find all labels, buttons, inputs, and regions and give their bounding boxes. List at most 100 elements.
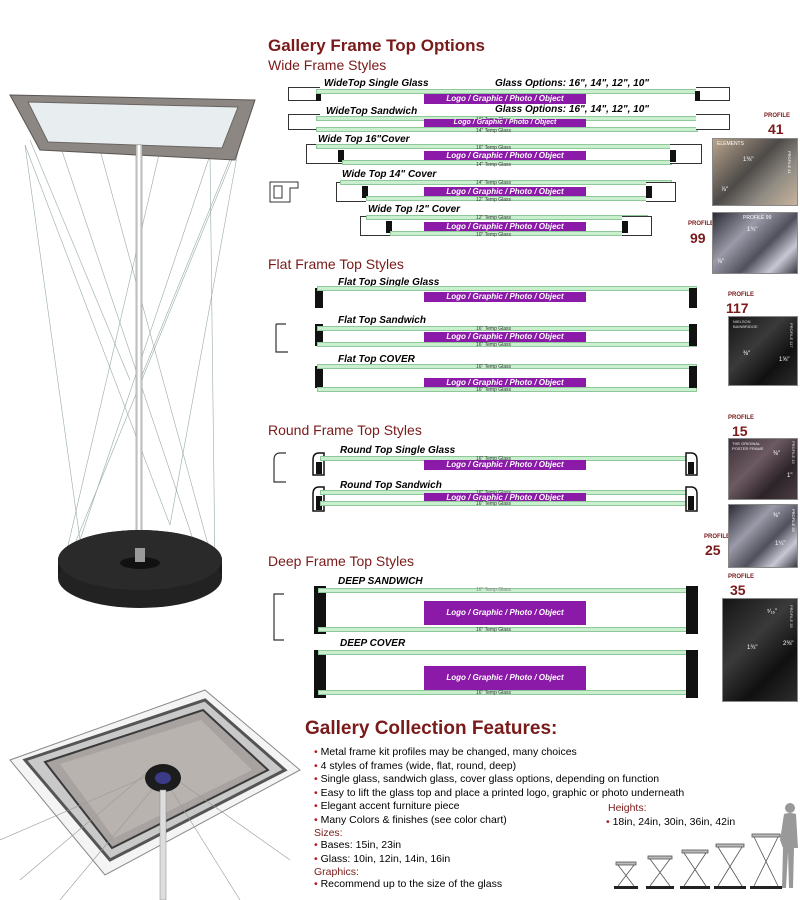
photo-caption: PROFILE 25	[791, 509, 796, 532]
feature-item: • Metal frame kit profiles may be change…	[314, 746, 577, 758]
deep-profile-outline	[273, 593, 284, 641]
frame-profile-right	[696, 114, 730, 130]
flat-item-label: Flat Top Sandwich	[338, 315, 426, 326]
profile-label: PROFILE	[704, 534, 731, 540]
logo-placeholder: Logo / Graphic / Photo / Object	[424, 378, 586, 388]
frame-edge	[316, 91, 321, 101]
section-title-deep: Deep Frame Top Styles	[268, 553, 415, 569]
profile-photo-41: ELEMENTS PROFILE 41 1⅜" ⅞"	[712, 138, 798, 206]
round-frame-right	[685, 486, 698, 512]
photo-caption: ⅜"	[773, 513, 781, 519]
section-title-wide: Wide Frame Styles	[268, 57, 387, 73]
glass-spec-text: 14" Temp Glass	[476, 180, 512, 186]
features-title: Gallery Collection Features:	[305, 718, 558, 739]
size-item: • Glass: 10in, 12in, 14in, 16in	[314, 852, 451, 865]
glass-spec-text: 10" Temp Glass	[476, 232, 512, 238]
profile-photo-99: PROFILE 99 1¾" ⅞"	[712, 212, 798, 274]
sizes-heading: Sizes:	[314, 827, 343, 839]
logo-placeholder: Logo / Graphic / Photo / Object	[424, 460, 586, 470]
flat-item-label: Flat Top Single Glass	[338, 277, 440, 288]
frame-profile-right	[646, 182, 676, 202]
photo-caption: PROFILE 15	[791, 441, 796, 464]
profile-label: PROFILE	[728, 574, 755, 580]
glass-spec-text: 16" Temp Glass	[476, 501, 512, 507]
photo-caption: PROFILE 41	[787, 151, 792, 174]
heights-item: • 18in, 24in, 30in, 36in, 42in	[606, 816, 736, 828]
wide-item-label: Wide Top 16"Cover	[318, 134, 410, 145]
flat-item-label: Flat Top COVER	[338, 354, 415, 365]
photo-caption: ⅜"	[773, 451, 781, 457]
heights-illustration	[614, 803, 798, 889]
logo-placeholder: Logo / Graphic / Photo / Object	[424, 222, 586, 232]
logo-placeholder: Logo / Graphic / Photo / Object	[424, 151, 586, 161]
deep-item-label: DEEP COVER	[340, 638, 406, 649]
frame-edge	[646, 186, 652, 198]
photo-caption: 1⅝"	[779, 357, 790, 363]
frame-edge	[338, 150, 344, 162]
photo-caption: ⅞"	[721, 187, 729, 193]
logo-placeholder: Logo / Graphic / Photo / Object	[424, 493, 586, 503]
glass-spec-text: 16" Temp Glass	[476, 690, 512, 696]
size-item: • Bases: 15in, 23in	[314, 839, 402, 851]
photo-caption: NIELSON BAINBRIDGE	[733, 319, 758, 329]
glass-options-text: Glass Options: 16", 14", 12", 10"	[495, 104, 650, 115]
photo-caption: ⅜"	[743, 351, 751, 357]
profile-number: 117	[726, 300, 749, 316]
profile-number: 25	[705, 542, 721, 558]
photo-caption: 2⅜"	[783, 641, 794, 647]
table-product-photo	[0, 80, 265, 625]
frame-edge	[386, 221, 392, 233]
frame-edge	[695, 91, 700, 101]
glass-spec-text: 16" Temp Glass	[476, 387, 512, 393]
wide-item-label: Wide Top 14" Cover	[342, 169, 437, 180]
glass-options-text: Glass Options: 16", 14", 12", 10"	[495, 78, 650, 89]
frame-profile-right	[622, 216, 652, 236]
glass-spec-text: 16" Temp Glass	[476, 342, 512, 348]
frame-edge	[686, 586, 698, 634]
photo-caption: ⅞"	[717, 259, 725, 265]
profile-number: 35	[730, 582, 746, 598]
frame-edge	[314, 586, 326, 634]
glass-spec-text: 16" Temp Glass	[476, 627, 512, 633]
features-list: • Metal frame kit profiles may be change…	[314, 746, 684, 892]
feature-item: • Easy to lift the glass top and place a…	[314, 786, 685, 799]
feature-item: • Single glass, sandwich glass, cover gl…	[314, 773, 660, 785]
frame-edge	[315, 288, 323, 308]
frame-edge	[689, 324, 697, 346]
page-title: Gallery Frame Top Options	[268, 36, 485, 55]
profile-label: PROFILE	[688, 221, 715, 227]
glass-pane	[317, 286, 697, 291]
glass-pane	[317, 387, 697, 392]
logo-placeholder: Logo / Graphic / Photo / Object	[424, 187, 586, 197]
photo-caption: ELEMENTS	[717, 141, 744, 147]
frame-edge	[670, 150, 676, 162]
frame-profile-left	[288, 87, 320, 101]
frame-edge	[315, 366, 323, 388]
glass-spec-text: 16" Temp Glass	[476, 587, 512, 593]
logo-placeholder: Logo / Graphic / Photo / Object	[424, 119, 586, 127]
logo-placeholder: Logo / Graphic / Photo / Object	[424, 94, 586, 104]
profile-label: PROFILE	[728, 415, 755, 421]
profile-photo-15: THE ORIGINAL POSTER FRAME PROFILE 15 ⅜" …	[728, 438, 798, 500]
profile-number: 99	[690, 230, 706, 246]
glass-spec-text: 12" Temp Glass	[476, 197, 512, 203]
wide-item-label: WideTop Single Glass	[324, 78, 429, 89]
profile-number: 41	[768, 121, 784, 137]
frame-edge	[689, 288, 697, 308]
feature-item: • 4 styles of frames (wide, flat, round,…	[314, 759, 517, 772]
frame-edge	[362, 186, 368, 198]
profile-photo-117: NIELSON BAINBRIDGE PROFILE 117 ⅜" 1⅝"	[728, 316, 798, 386]
glass-spec-text: 14" Temp Glass	[476, 162, 512, 168]
frame-edge	[622, 221, 628, 233]
photo-caption: PROFILE 117	[789, 323, 794, 348]
frame-edge	[315, 324, 323, 346]
feature-item: • Many Colors & finishes (see color char…	[314, 813, 507, 826]
profile-photo-35: PROFILE 35 ⁵⁄₁₆" 1¾" 2⅜"	[722, 598, 798, 702]
profile-number: 15	[732, 423, 748, 439]
photo-caption: 1"	[787, 473, 793, 479]
glass-spec-text: 16" Temp Glass	[476, 326, 512, 332]
profile-label: PROFILE	[728, 292, 755, 298]
glass-spec-text: 16" Temp Glass	[476, 456, 512, 462]
photo-caption: 1¾"	[747, 227, 758, 233]
frame-edge	[686, 650, 698, 698]
